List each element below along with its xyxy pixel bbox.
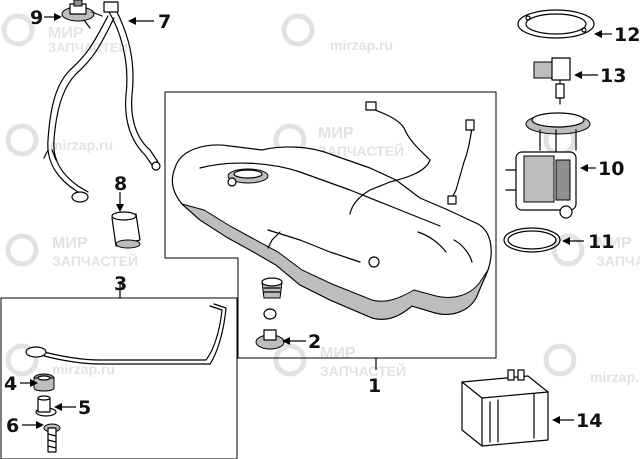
watermark-logo-bottom-left: mirzap.ru (5, 343, 115, 377)
callout-6: 6 (6, 415, 19, 437)
callout-10: 10 (598, 158, 624, 180)
callout-labels: 1 2 3 4 5 6 7 8 9 10 11 12 13 14 (4, 7, 640, 437)
watermark-brand-2: mirzap.ru (50, 137, 113, 153)
callout-7: 7 (158, 11, 171, 33)
part-13-sensor (533, 57, 571, 105)
part-4-bushing (33, 373, 55, 392)
watermark-cyrillic-8: ЗАПЧАСТЕЙ (596, 252, 640, 269)
watermark-cyrillic-4: ЗАПЧАСТЕЙ (318, 142, 404, 159)
watermark-logo-lower-right: МИР ЗАПЧАСТЕЙ (551, 233, 640, 269)
watermark-logo-bottom-right: mirzap.ru (543, 343, 640, 385)
callout-11: 11 (588, 231, 614, 253)
watermark-logo-bottom-center: МИР ЗАПЧАСТЕЙ (273, 343, 406, 379)
watermark-logo-lower-left: МИР ЗАПЧАСТЕЙ (5, 233, 138, 269)
watermark-cyrillic-3: МИР (318, 125, 354, 142)
part-1-fuel-tank (171, 101, 492, 320)
callout-1: 1 (368, 375, 381, 397)
callout-8: 8 (114, 173, 127, 195)
watermark-logo-mid-center: МИР ЗАПЧАСТЕЙ (273, 123, 404, 159)
part-9-vent-valve (61, 0, 103, 29)
callout-5: 5 (78, 397, 91, 419)
part-14-control-module (461, 369, 549, 447)
tank-group-box (164, 91, 497, 359)
callout-9: 9 (30, 7, 43, 29)
watermark-cyrillic-10: ЗАПЧАСТЕЙ (320, 362, 406, 379)
leader-lines (20, 13, 612, 429)
part-5-spacer (35, 395, 57, 417)
part-6-bolt (43, 423, 61, 453)
callout-3: 3 (114, 273, 127, 295)
watermark-cyrillic-6: ЗАПЧАСТЕЙ (52, 252, 138, 269)
watermark-logo-top-mid: mirzap.ru (281, 13, 393, 53)
callout-2: 2 (308, 331, 321, 353)
part-2-grommet (255, 277, 285, 350)
part-11-o-ring (503, 227, 561, 253)
sender-group-box (0, 297, 238, 459)
watermark-brand-4: mirzap.ru (590, 369, 640, 385)
watermark-brand-1: mirzap.ru (330, 37, 393, 53)
watermark-brand-3: mirzap.ru (52, 361, 115, 377)
part-7-hose-assembly (43, 1, 161, 203)
part-12-seal (517, 9, 595, 39)
watermark-layer: МИР ЗАПЧАСТЕЙ mirzap.ru mirzap.ru МИР ЗА… (1, 13, 640, 385)
watermark-cyrillic-2: ЗАПЧАСТЕЙ (48, 40, 128, 55)
watermark-logo-mid-left: mirzap.ru (5, 123, 113, 157)
callout-14: 14 (576, 410, 602, 432)
watermark-logo-top-left: МИР ЗАПЧАСТЕЙ (1, 13, 128, 55)
part-10-pump-module (505, 112, 591, 219)
callout-12: 12 (614, 24, 640, 46)
part-3-sender-rod (25, 303, 227, 365)
watermark-cyrillic-7: МИР (596, 235, 632, 252)
watermark-cyrillic-1: МИР (48, 25, 84, 42)
callout-13: 13 (600, 65, 626, 87)
callout-4: 4 (4, 373, 17, 395)
watermark-cyrillic-5: МИР (52, 235, 88, 252)
part-8-filter (111, 211, 141, 249)
watermark-cyrillic-9: МИР (320, 345, 356, 362)
